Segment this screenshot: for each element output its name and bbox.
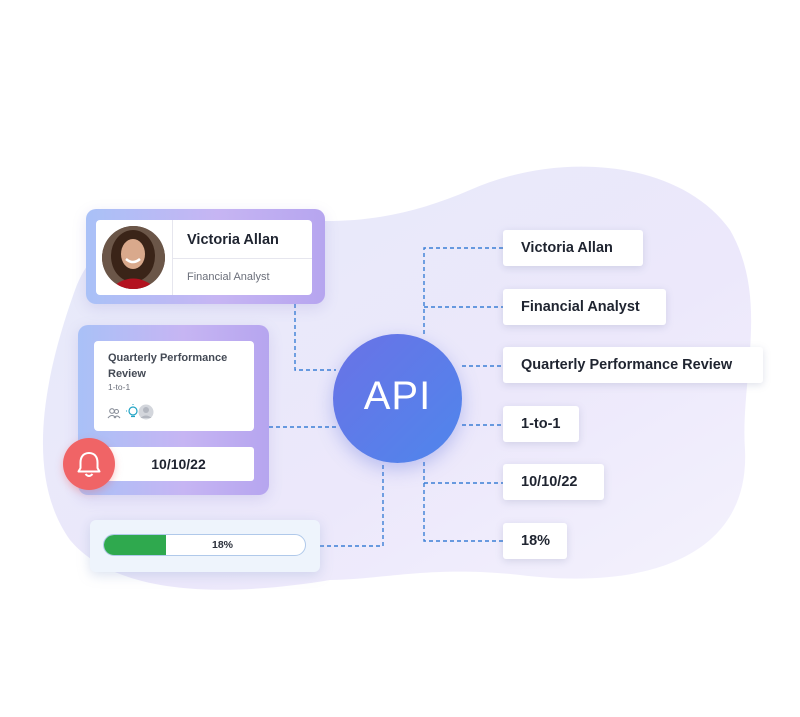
user-avatar-icon: [138, 404, 154, 420]
output-pill: 10/10/22: [503, 464, 604, 500]
output-label: 18%: [521, 533, 551, 549]
avatar: [102, 226, 165, 289]
output-pill: 1-to-1: [503, 406, 579, 442]
date-card: 10/10/22: [103, 447, 254, 481]
output-pill: Quarterly Performance Review: [503, 347, 763, 383]
progress-fill: [104, 535, 167, 555]
people-icon: [107, 408, 121, 419]
bell-icon: [77, 452, 101, 477]
output-label: 10/10/22: [521, 474, 578, 490]
profile-divider-horizontal: [173, 258, 312, 259]
output-pill: 18%: [503, 523, 567, 559]
progress-card: 18%: [90, 520, 320, 572]
output-label: Quarterly Performance Review: [521, 357, 733, 373]
profile-card: Victoria Allan Financial Analyst: [96, 220, 312, 295]
api-node: API: [333, 334, 462, 463]
bell-button[interactable]: [63, 438, 115, 490]
review-card: Quarterly Performance Review 1-to-1: [94, 341, 254, 431]
progress-label: 18%: [212, 539, 234, 551]
output-label: Victoria Allan: [521, 240, 613, 256]
profile-divider-vertical: [172, 220, 173, 295]
output-label: Financial Analyst: [521, 299, 640, 315]
review-date: 10/10/22: [151, 456, 206, 472]
output-pill: Financial Analyst: [503, 289, 666, 325]
output-pill: Victoria Allan: [503, 230, 643, 266]
api-label: API: [363, 374, 432, 418]
review-type: 1-to-1: [108, 382, 131, 392]
output-label: 1-to-1: [521, 416, 561, 432]
review-title: Quarterly Performance Review: [108, 352, 228, 380]
profile-role: Financial Analyst: [187, 271, 270, 283]
profile-name: Victoria Allan: [187, 232, 279, 248]
progress-bar: 18%: [103, 534, 306, 556]
